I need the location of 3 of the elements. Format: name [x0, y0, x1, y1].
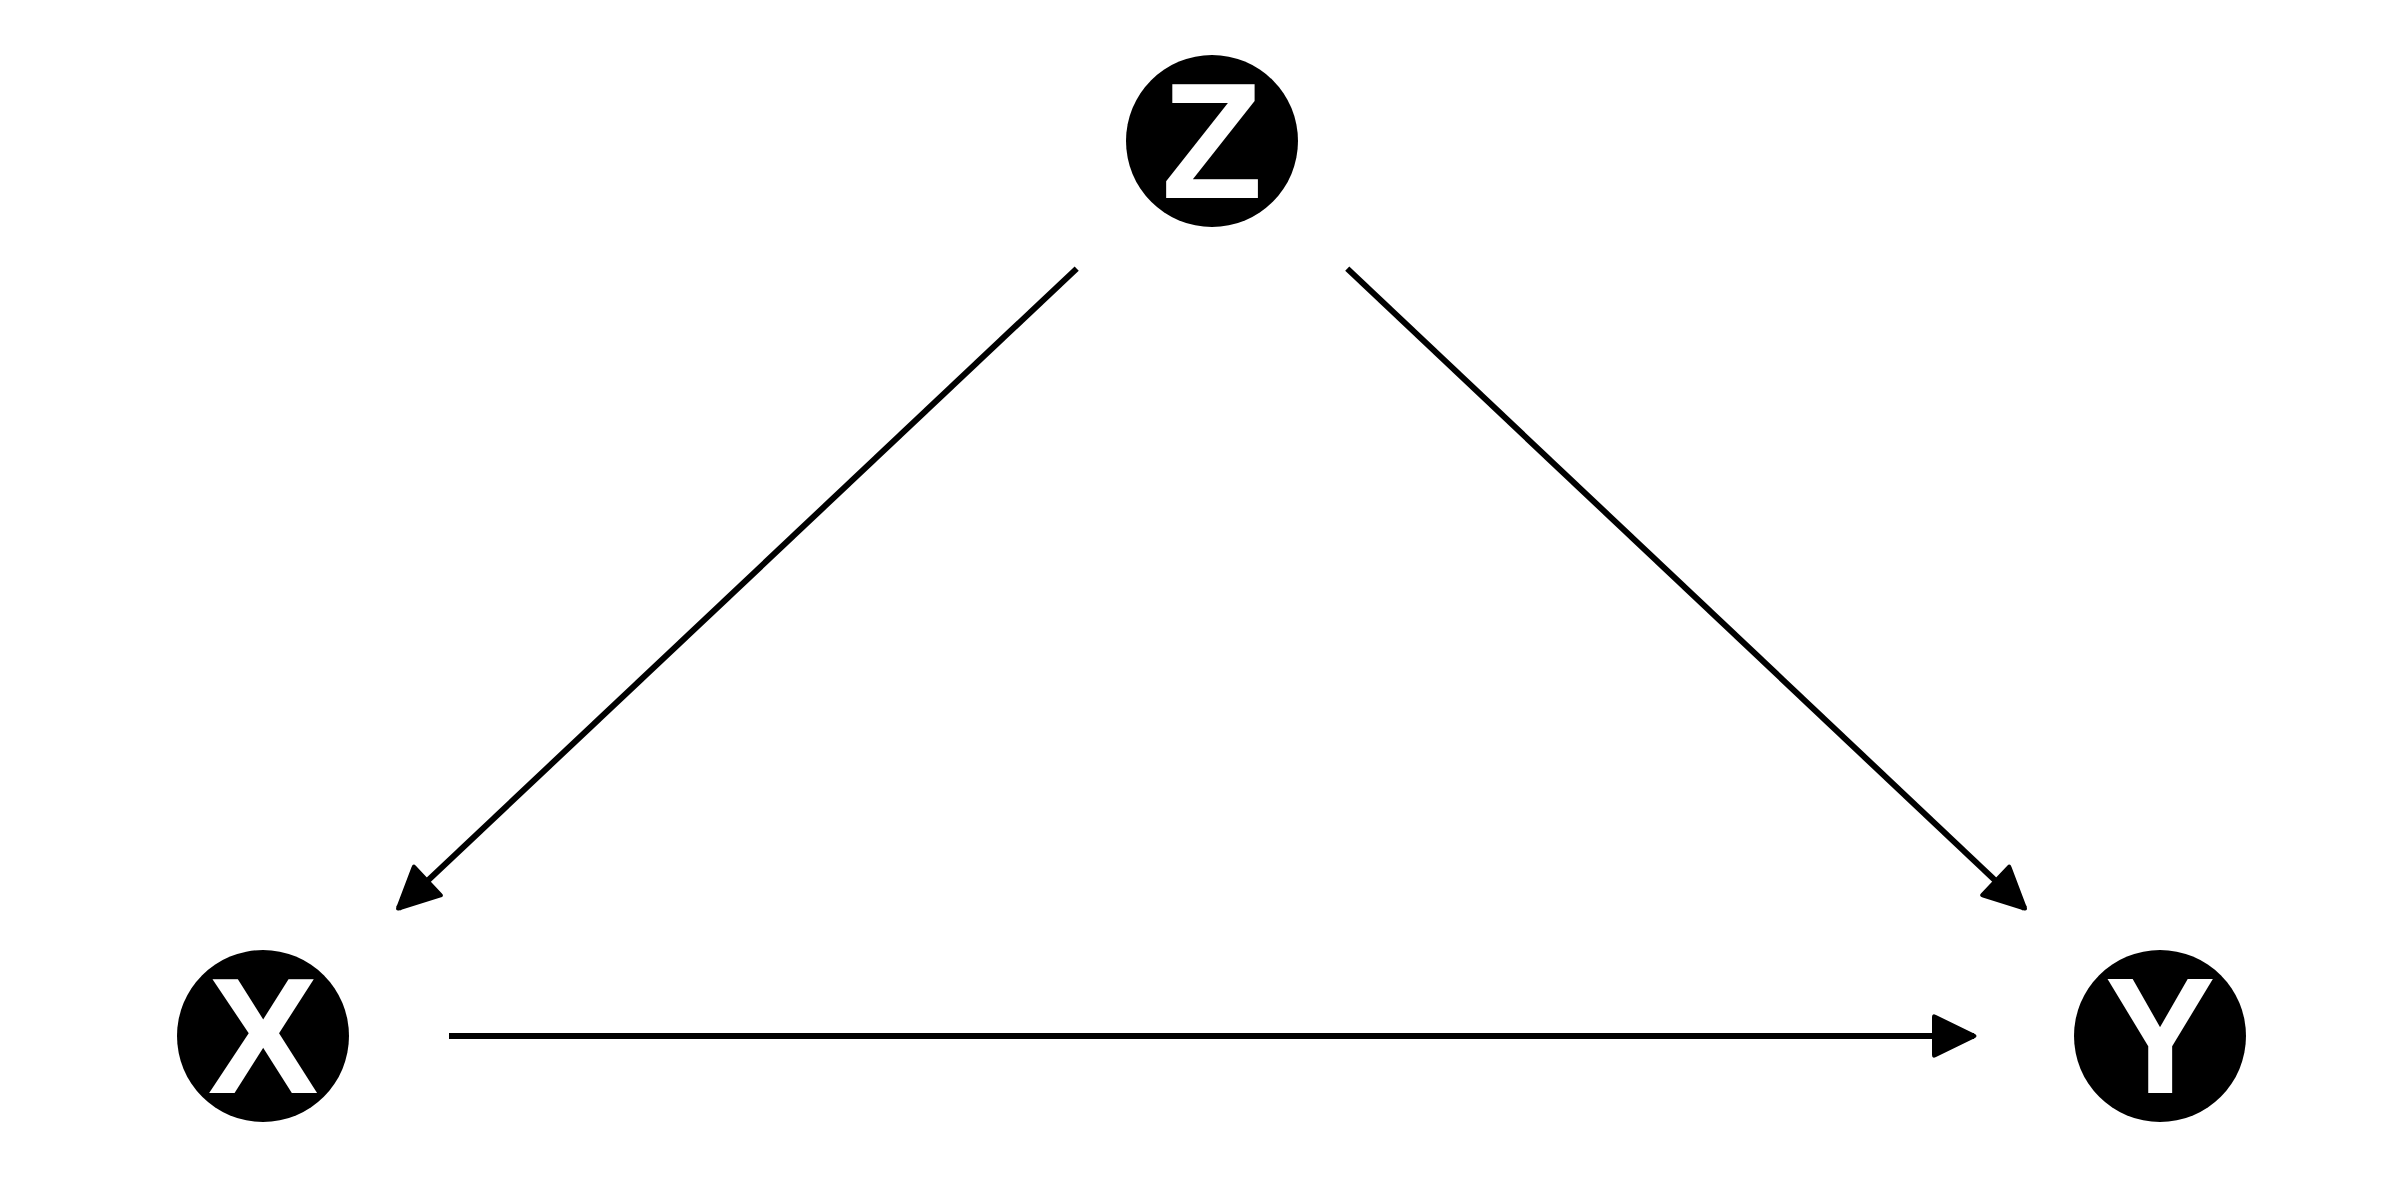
variable-label: Z — [1161, 58, 1263, 224]
variable-label: X — [207, 953, 319, 1119]
variable-label: Y — [2104, 953, 2216, 1119]
